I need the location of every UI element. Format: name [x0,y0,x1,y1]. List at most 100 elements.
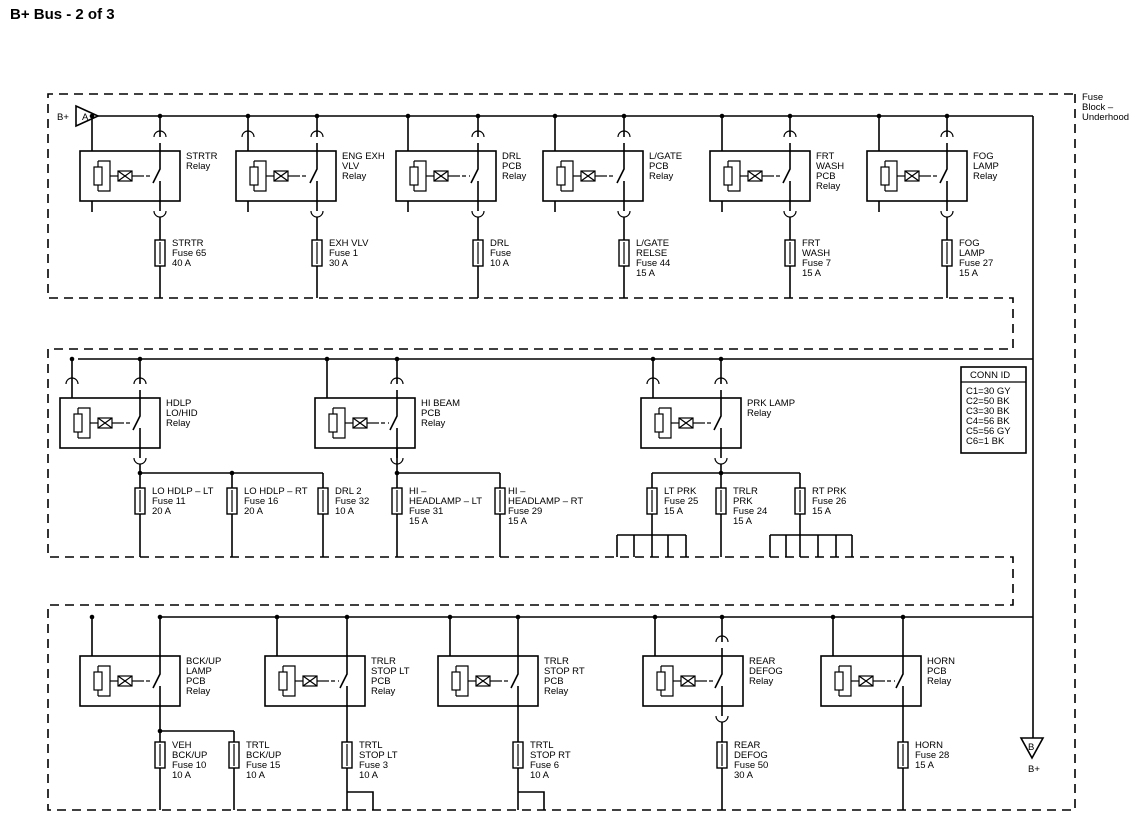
relay-label: STOP LT [371,666,410,677]
junction-dot [137,356,143,362]
fuse-label: BCK/UP [246,750,281,761]
fuse-label: VEH [172,740,192,751]
connector-pin [65,377,79,385]
relay-label: PCB [421,408,441,419]
fuse-label: Fuse 1 [329,248,358,259]
connector-pin [715,635,729,643]
junction-dot [394,356,400,362]
fuse-label: 15 A [409,516,429,527]
coil-icon [117,675,133,687]
switch-contact [714,656,723,689]
fuse-block-label-2: Block – [1082,102,1114,113]
wire [159,706,234,732]
fuse-label: 15 A [508,516,528,527]
connector-pin [153,130,167,138]
connector-pin [940,210,954,218]
relay-label: PCB [649,161,669,172]
fuse-label: Fuse 10 [172,760,206,771]
fuse-label: RELSE [636,248,667,259]
relay-label: Relay [749,676,774,687]
switch-contact [152,151,161,184]
fuse-label: 15 A [664,506,684,517]
relay-label: HI BEAM [421,398,460,409]
fuse-label: 40 A [172,258,192,269]
connector-pin [617,130,631,138]
relay-label: LAMP [973,161,999,172]
resistor-icon [328,413,338,433]
resistor-icon [278,671,288,691]
connector-pin [133,457,147,465]
junction-dot [650,356,656,362]
fuse-label: HORN [915,740,943,751]
fuse-label: 10 A [335,506,355,517]
coil-icon [475,675,491,687]
connector-pin [617,210,631,218]
relay-label: BCK/UP [186,656,221,667]
junction-dot [229,470,235,476]
relay-label: Relay [502,171,527,182]
relay-label: LO/HID [166,408,198,419]
switch-contact [616,151,625,184]
fuse-label: Fuse 7 [802,258,831,269]
junction-dot [69,356,75,362]
fuse-label: 15 A [802,268,822,279]
resistor-icon [723,166,733,186]
coil-icon [97,417,113,429]
fuse-label: 15 A [812,506,832,517]
fuse-label: DEFOG [734,750,768,761]
wire [720,464,800,474]
fuse-label: DRL [490,238,509,249]
conn-id-table: CONN ID C1=30 GY C2=50 BK C3=30 BK C4=56… [960,366,1027,454]
fuse-label: TRLR [733,486,758,497]
connector-a-label: A [82,112,89,123]
relay-label: Relay [544,686,569,697]
fuse-label: 10 A [490,258,510,269]
conn-id-title: CONN ID [970,370,1010,381]
connector-pin [153,210,167,218]
coil-icon [678,417,694,429]
connector-pin [133,377,147,385]
relay-label: STOP RT [544,666,585,677]
junction-dot [621,113,627,119]
junction-dot [157,113,163,119]
fuse-label: 10 A [359,770,379,781]
fuse-label: 10 A [172,770,192,781]
junction-dot [405,113,411,119]
relay-label: REAR [749,656,776,667]
conn-id-row: C4=56 BK [966,416,1010,427]
relay-label: VLV [342,161,360,172]
relay-label: Relay [649,171,674,182]
fuse-label: HI – [508,486,526,497]
relay-label: PCB [816,171,836,182]
relay-label: Relay [371,686,396,697]
fuse-label: Fuse 50 [734,760,768,771]
fuse-label: Fuse 3 [359,760,388,771]
fuse-block-label-1: Fuse [1082,92,1103,103]
junction-dot [718,470,724,476]
junction-dot [719,614,725,620]
fuse-label: 30 A [329,258,349,269]
fuse-label: Fuse [490,248,511,259]
switch-contact [132,398,141,431]
switch-contact [389,398,398,431]
relay-label: LAMP [186,666,212,677]
relay-box [79,150,181,202]
fuse-label: Fuse 29 [508,506,542,517]
relay-label: DEFOG [749,666,783,677]
fuse-label: Fuse 24 [733,506,767,517]
junction-dot [652,614,658,620]
relay-label: Relay [342,171,367,182]
resistor-icon [834,671,844,691]
conn-id-row: C3=30 BK [966,406,1010,417]
